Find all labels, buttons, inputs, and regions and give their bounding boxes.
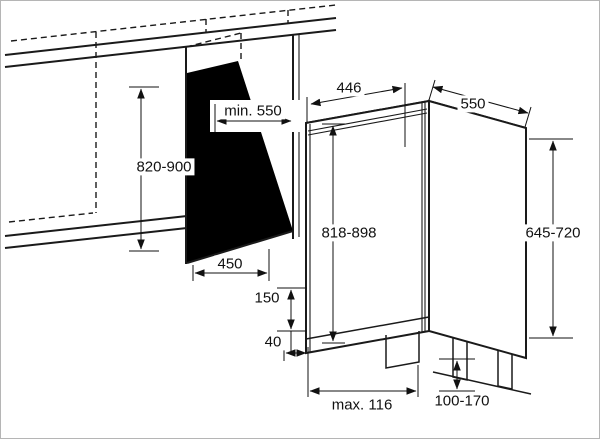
- appliance-side-face: [428, 99, 527, 360]
- countertop-back-edge-hidden: [10, 4, 337, 42]
- label-niche-height: 820-900: [133, 158, 195, 176]
- label-rear-height: 645-720: [522, 224, 584, 242]
- front-foot: [385, 331, 420, 369]
- countertop-front-edge: [4, 29, 337, 68]
- label-niche-floor-depth: 450: [214, 255, 246, 273]
- label-base-clearance: max. 116: [328, 396, 396, 414]
- label-top-depth: 550: [457, 95, 489, 113]
- label-feet-range: 100-170: [431, 392, 493, 410]
- niche-floor-edge: [186, 230, 294, 264]
- label-plinth-recess: 40: [261, 333, 285, 351]
- countertop-top-edge: [4, 17, 337, 56]
- base-front-edge: [4, 215, 188, 237]
- side-foot-rear: [497, 350, 513, 390]
- label-appliance-height: 818-898: [318, 224, 380, 242]
- label-top-width: 446: [333, 79, 365, 97]
- label-plinth-height: 150: [251, 289, 283, 307]
- appliance-scene: [305, 99, 532, 395]
- floor-line: [432, 371, 532, 395]
- label-niche-depth: min. 550: [221, 102, 285, 120]
- niche-shadow: [187, 61, 293, 263]
- cabinet-scene: [4, 4, 337, 264]
- door-bottom-edge: [305, 316, 430, 340]
